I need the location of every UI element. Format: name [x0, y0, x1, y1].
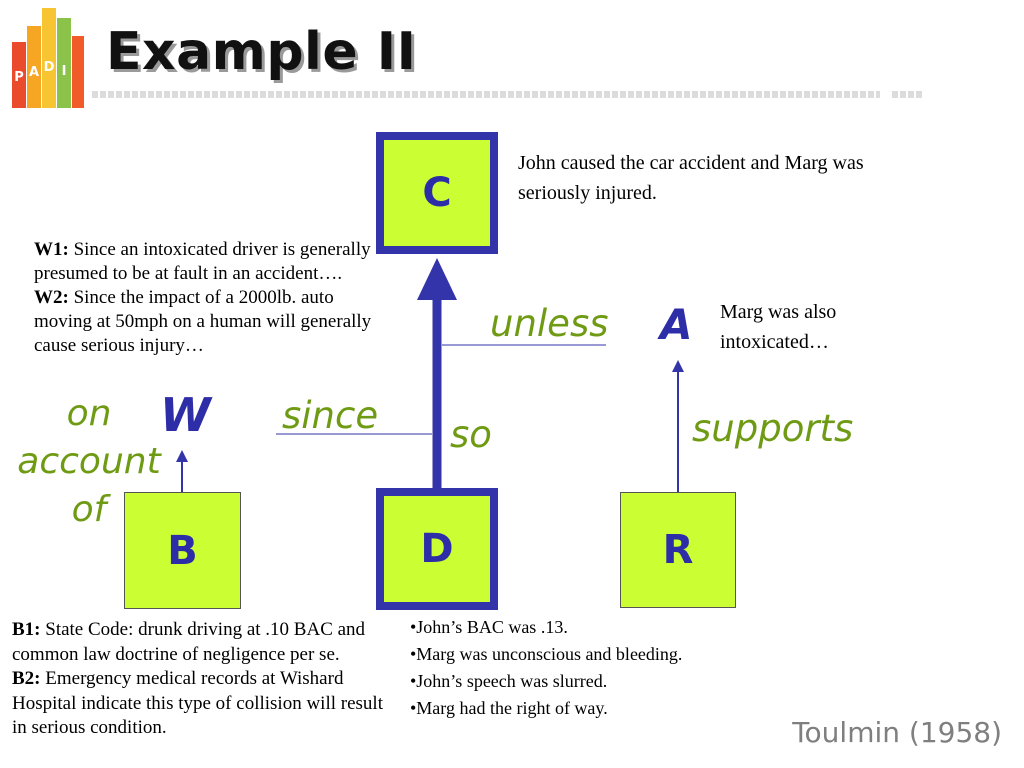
support-arrow-head [672, 360, 684, 372]
backing-1-label: B1: [12, 619, 41, 640]
label-supports: supports [692, 407, 854, 450]
label-since: since [282, 394, 379, 437]
data-item: •John’s speech was slurred. [410, 671, 608, 691]
backing-1: B1: State Code: drunk driving at .10 BAC… [12, 618, 402, 667]
warrant-1-text: Since an intoxicated driver is generally… [34, 239, 371, 284]
data-item: •John’s BAC was .13. [410, 617, 568, 637]
backing-texts: B1: State Code: drunk driving at .10 BAC… [12, 618, 402, 741]
logo-bar [57, 18, 71, 108]
label-account: account [17, 441, 161, 482]
warrant-2-label: W2: [34, 287, 69, 308]
warrant-letter: W [160, 388, 211, 442]
logo-letter: P [14, 70, 24, 85]
claim-box-letter: C [422, 170, 452, 216]
backing-box: B [124, 492, 241, 609]
source-credit: Toulmin (1958) [792, 716, 1002, 749]
backing-box-letter: B [167, 527, 198, 574]
logo-bar [72, 36, 84, 108]
warrant-1-label: W1: [34, 239, 69, 260]
backing-2: B2: Emergency medical records at Wishard… [12, 667, 402, 741]
rebuttal-support-box: R [620, 492, 736, 608]
logo-letter: A [29, 65, 39, 80]
backing-2-label: B2: [12, 668, 41, 689]
warrant-2-text: Since the impact of a 2000lb. auto movin… [34, 287, 372, 356]
logo-letter: I [62, 64, 67, 79]
slide-title: Example II [106, 22, 417, 82]
data-item: •Marg was unconscious and bleeding. [410, 644, 683, 664]
rebuttal-support-box-letter: R [662, 527, 694, 573]
backing-1-text: State Code: drunk driving at .10 BAC and… [12, 619, 366, 665]
data-box-letter: D [420, 526, 454, 572]
warrant-2: W2: Since the impact of a 2000lb. auto m… [34, 286, 379, 358]
data-item: •Marg had the right of way. [410, 698, 608, 718]
logo-bar [27, 26, 41, 108]
claim-text: John caused the car accident and Marg wa… [518, 152, 864, 204]
padi-logo: P A D I [12, 8, 84, 108]
claim-box: C [376, 132, 498, 254]
label-on: on [66, 393, 112, 434]
label-of: of [71, 489, 107, 530]
label-on-account-of: on account of [14, 390, 164, 534]
divider-gap [880, 91, 892, 98]
data-items: •John’s BAC was .13. •Marg was unconscio… [410, 614, 780, 722]
logo-letter: D [44, 60, 55, 75]
backing-2-text: Emergency medical records at Wishard Hos… [12, 668, 383, 738]
label-unless: unless [490, 302, 609, 345]
label-so: so [450, 413, 492, 456]
warrant-1: W1: Since an intoxicated driver is gener… [34, 238, 379, 286]
main-arrow-head [417, 258, 457, 300]
title-divider [92, 91, 924, 98]
backing-arrow-head [176, 450, 188, 462]
logo-bar [42, 8, 56, 108]
warrant-texts: W1: Since an intoxicated driver is gener… [34, 238, 379, 358]
rebuttal-letter: A [660, 300, 693, 349]
logo-bar [12, 42, 26, 108]
rebuttal-text: Marg was also intoxicated… [720, 301, 837, 353]
data-box: D [376, 488, 498, 610]
